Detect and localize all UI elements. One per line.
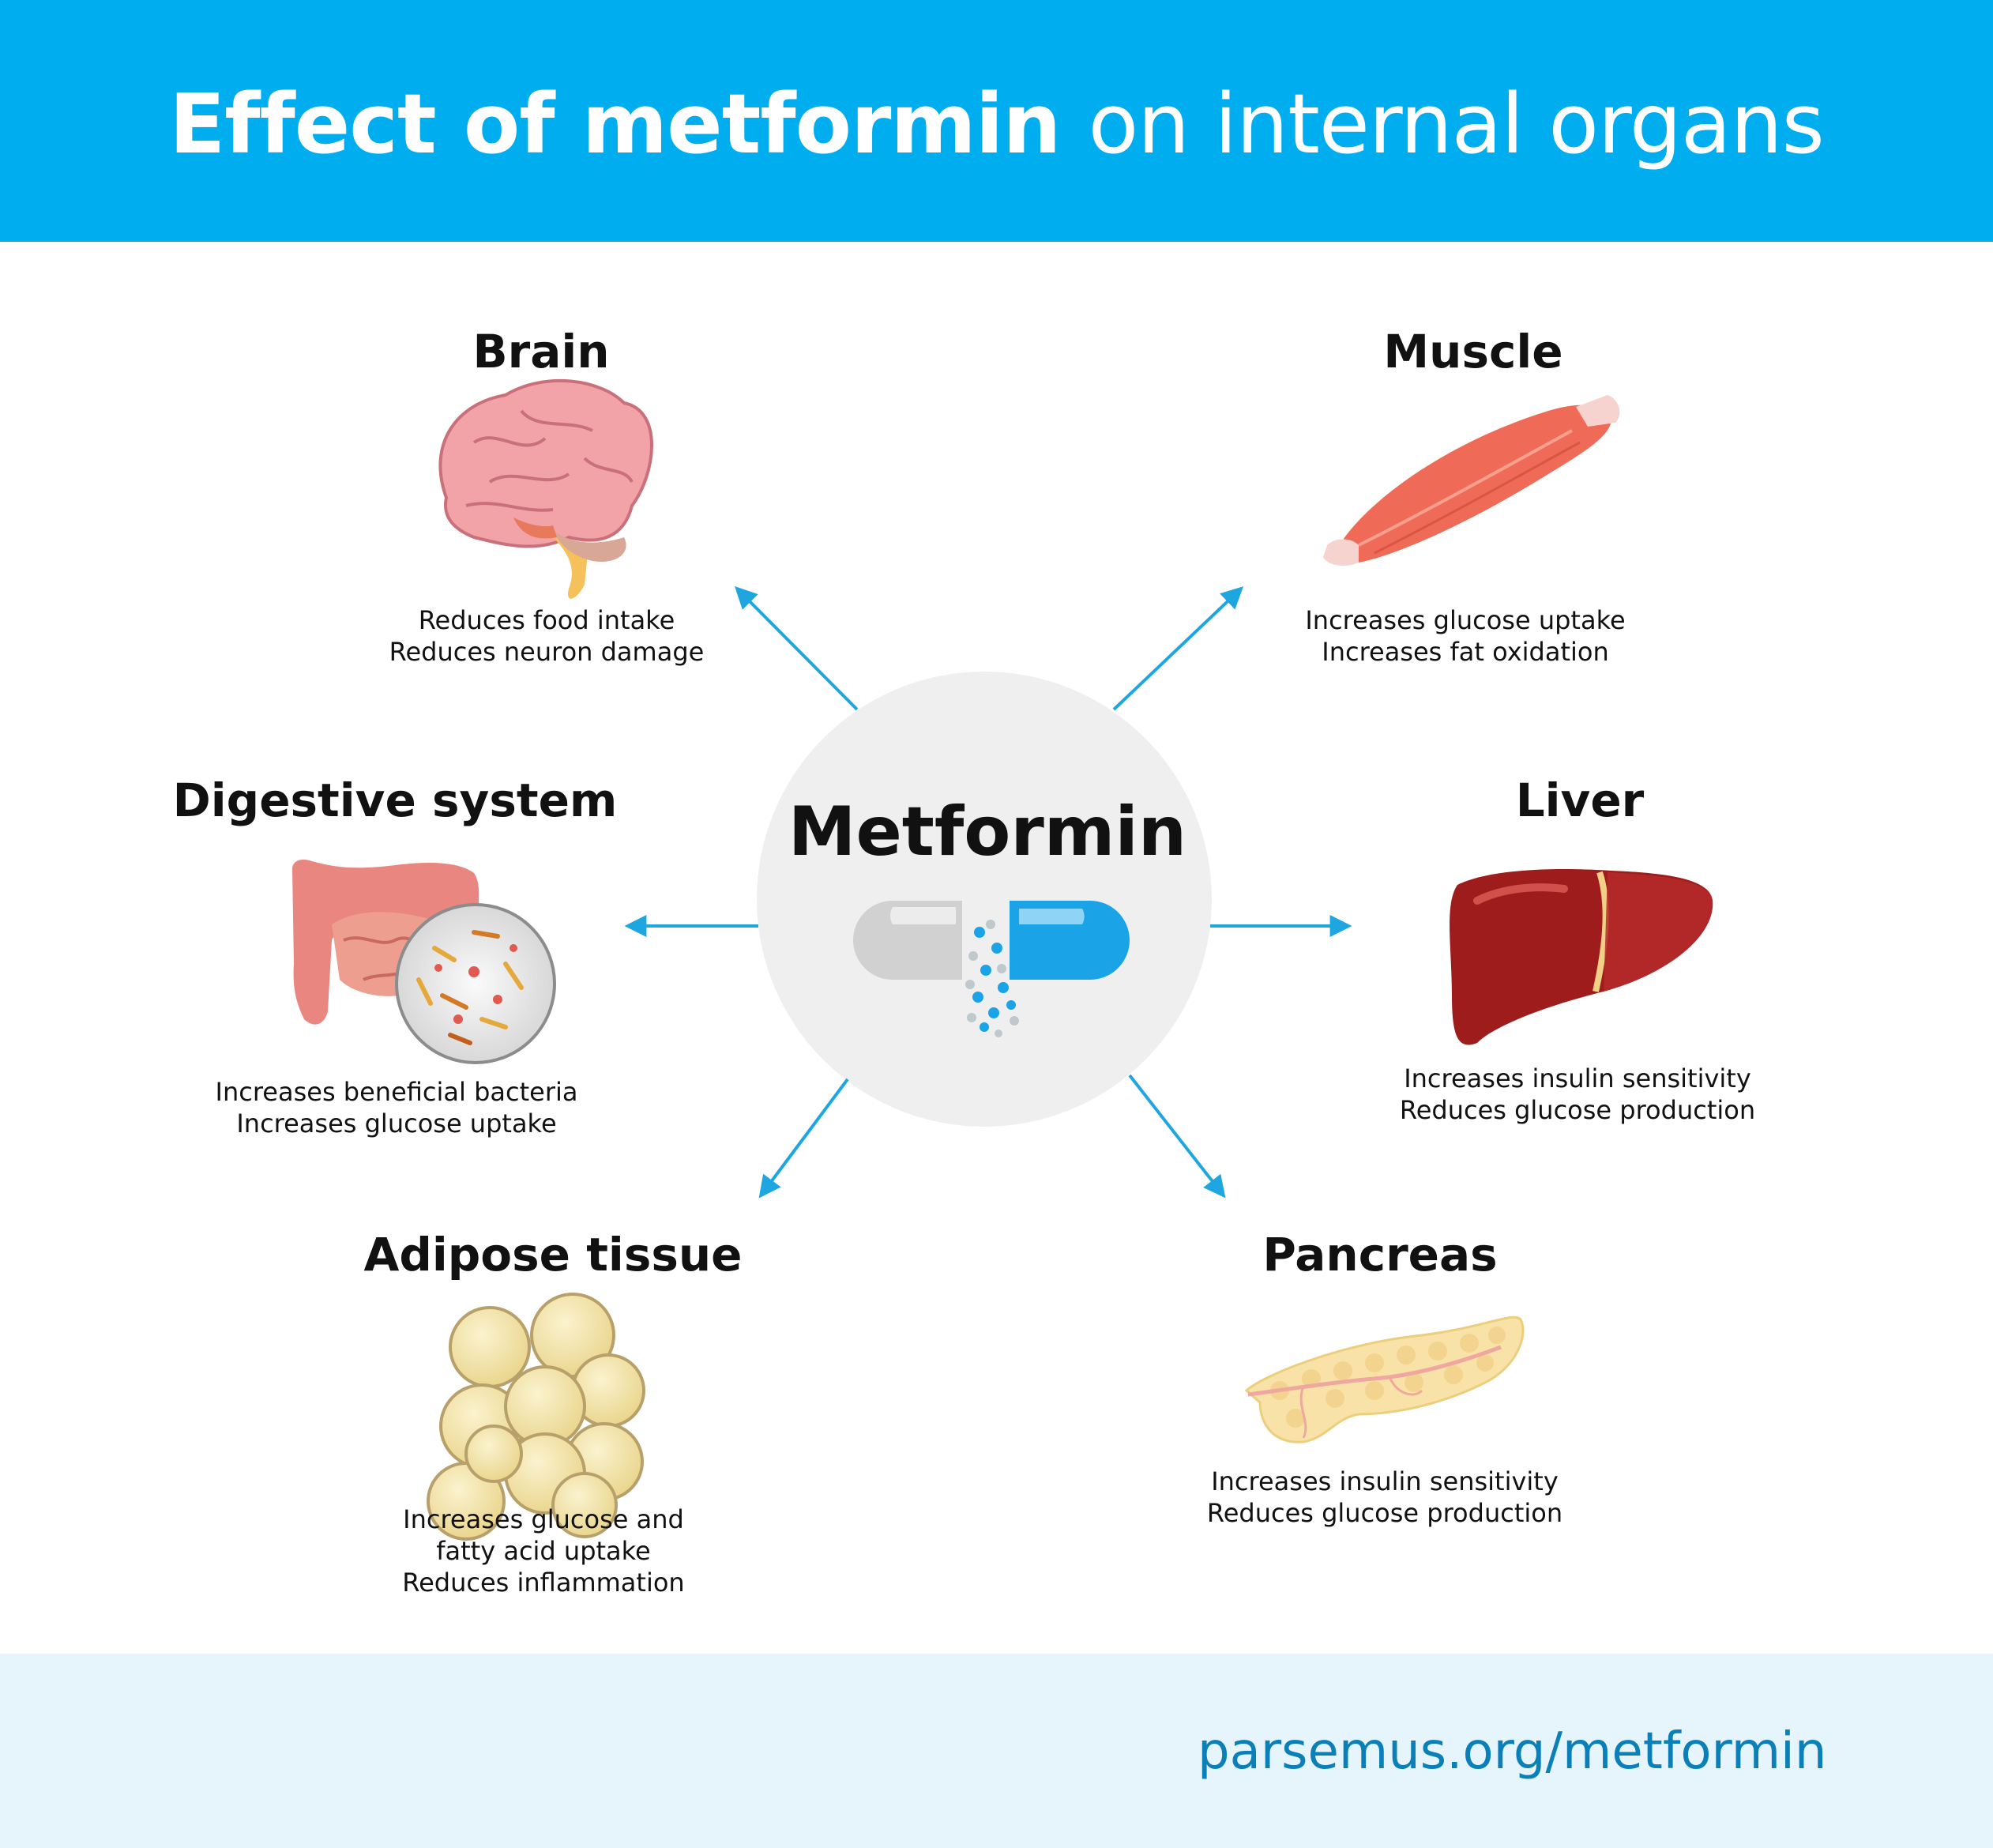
digestive-title: Digestive system bbox=[172, 773, 618, 827]
adipose-description: Increases glucose and fatty acid uptake … bbox=[402, 1504, 684, 1598]
adipose-line-1: Increases glucose and bbox=[403, 1504, 684, 1534]
liver-description: Increases insulin sensitivity Reduces gl… bbox=[1400, 1063, 1755, 1126]
pancreas-icon bbox=[1244, 1315, 1525, 1443]
footer-bar bbox=[0, 1654, 1993, 1848]
brain-title: Brain bbox=[472, 325, 610, 378]
adipose-icon bbox=[427, 1293, 645, 1541]
brain-icon bbox=[438, 378, 653, 599]
pancreas-line-2: Reduces glucose production bbox=[1206, 1498, 1563, 1528]
liver-icon bbox=[1450, 868, 1713, 1045]
arrow-muscle bbox=[1112, 586, 1244, 711]
pancreas-description: Increases insulin sensitivity Reduces gl… bbox=[1207, 1466, 1562, 1529]
footer-link[interactable]: parsemus.org/metformin bbox=[1198, 1722, 1827, 1781]
digestive-description: Increases beneficial bacteria Increases … bbox=[216, 1076, 578, 1139]
muscle-icon bbox=[1323, 395, 1620, 566]
liver-line-2: Reduces glucose production bbox=[1399, 1095, 1756, 1125]
brain-description: Reduces food intake Reduces neuron damag… bbox=[389, 604, 705, 668]
center-circle bbox=[757, 672, 1212, 1127]
pancreas-line-1: Increases insulin sensitivity bbox=[1211, 1466, 1559, 1496]
liver-line-1: Increases insulin sensitivity bbox=[1404, 1063, 1751, 1093]
digestive-icon bbox=[292, 860, 556, 1064]
arrows bbox=[624, 586, 1352, 1199]
adipose-title: Adipose tissue bbox=[363, 1228, 743, 1282]
pancreas-title: Pancreas bbox=[1262, 1228, 1498, 1282]
arrow-brain bbox=[735, 586, 859, 711]
pill-icon bbox=[853, 901, 1130, 1037]
brain-line-1: Reduces food intake bbox=[418, 605, 675, 635]
muscle-line-2: Increases fat oxidation bbox=[1322, 637, 1609, 667]
muscle-title: Muscle bbox=[1383, 325, 1563, 378]
liver-title: Liver bbox=[1515, 773, 1645, 827]
title-light: on internal organs bbox=[1088, 76, 1825, 172]
adipose-line-3: Reduces inflammation bbox=[402, 1568, 685, 1598]
muscle-description: Increases glucose uptake Increases fat o… bbox=[1305, 604, 1625, 668]
header-banner: Effect of metformin on internal organs bbox=[0, 0, 1993, 242]
arrow-adipose bbox=[758, 1078, 849, 1199]
title-bold: Effect of metformin bbox=[169, 76, 1061, 172]
adipose-line-2: fatty acid uptake bbox=[436, 1536, 651, 1566]
brain-line-2: Reduces neuron damage bbox=[389, 637, 705, 667]
arrow-pancreas bbox=[1128, 1074, 1226, 1199]
muscle-line-1: Increases glucose uptake bbox=[1305, 605, 1626, 635]
center-label: Metformin bbox=[788, 792, 1187, 871]
digestive-line-1: Increases beneficial bacteria bbox=[215, 1077, 578, 1107]
digestive-line-2: Increases glucose uptake bbox=[236, 1108, 557, 1139]
page-title: Effect of metformin on internal organs bbox=[0, 73, 1993, 175]
